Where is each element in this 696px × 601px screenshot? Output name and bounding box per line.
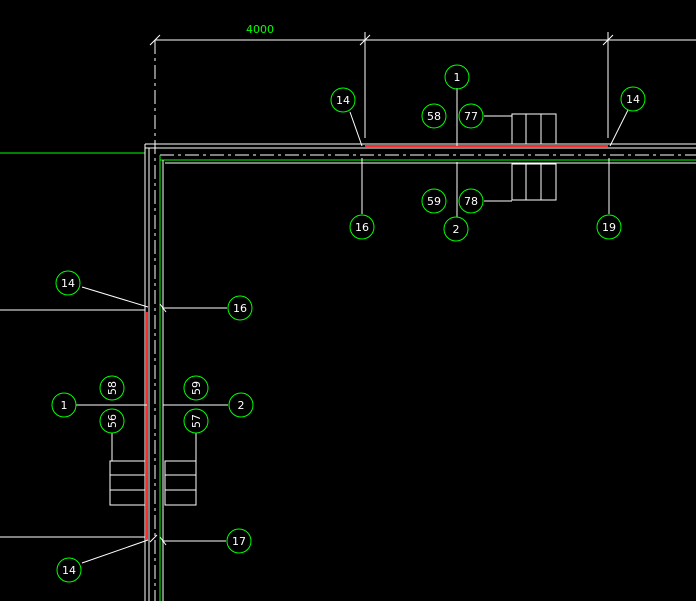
dimension-value: 4000 (246, 23, 274, 36)
callout-label: 1 (454, 71, 461, 84)
callout-top-14-right[interactable]: 14 (620, 86, 646, 112)
callout-label: 59 (190, 381, 203, 395)
callout-label: 16 (355, 221, 369, 234)
callout-top-77[interactable]: 77 (458, 103, 484, 129)
left-rebar-ladder-right (164, 460, 197, 506)
callout-label: 77 (464, 110, 478, 123)
callout-left-17[interactable]: 17 (226, 528, 252, 554)
callout-top-59[interactable]: 59 (421, 188, 447, 214)
callout-left-58[interactable]: 58 (99, 375, 125, 401)
callout-left-14-upper[interactable]: 14 (55, 270, 81, 296)
left-rebar-ladder-left (109, 460, 146, 506)
callout-left-59[interactable]: 59 (183, 375, 209, 401)
left-section (76, 286, 228, 564)
callout-label: 56 (106, 414, 119, 428)
callout-label: 14 (626, 93, 640, 106)
callout-top-grid-2[interactable]: 2 (443, 216, 469, 242)
dimension-line: 4000 (149, 23, 696, 138)
callout-label: 57 (190, 414, 203, 428)
top-wall (0, 143, 696, 164)
top-rebar-ladder-upper (511, 113, 557, 145)
top-section (349, 88, 629, 217)
callout-label: 16 (233, 302, 247, 315)
callout-label: 59 (427, 195, 441, 208)
callout-top-78[interactable]: 78 (458, 188, 484, 214)
left-wall (0, 40, 164, 601)
callout-left-1[interactable]: 1 (51, 392, 77, 418)
callout-label: 14 (61, 277, 75, 290)
callout-label: 78 (464, 195, 478, 208)
callout-label: 14 (62, 564, 76, 577)
callout-label: 1 (61, 399, 68, 412)
callout-left-2[interactable]: 2 (228, 392, 254, 418)
top-rebar-ladder-lower (511, 163, 557, 201)
callout-left-14-lower[interactable]: 14 (56, 557, 82, 583)
callout-label: 14 (336, 94, 350, 107)
callout-label: 17 (232, 535, 246, 548)
callout-label: 2 (238, 399, 245, 412)
callout-top-58[interactable]: 58 (421, 103, 447, 129)
callout-left-56[interactable]: 56 (99, 408, 125, 434)
callout-label: 58 (106, 381, 119, 395)
callout-top-19[interactable]: 19 (596, 214, 622, 240)
callout-top-grid-1[interactable]: 1 (444, 64, 470, 90)
callout-label: 2 (453, 223, 460, 236)
callout-left-57[interactable]: 57 (183, 408, 209, 434)
callout-top-14-left[interactable]: 14 (330, 87, 356, 113)
callout-bubbles: 1 2 14 14 58 77 59 78 (51, 64, 646, 583)
callout-label: 58 (427, 110, 441, 123)
callout-label: 19 (602, 221, 616, 234)
callout-top-16[interactable]: 16 (349, 214, 375, 240)
callout-left-16[interactable]: 16 (227, 295, 253, 321)
